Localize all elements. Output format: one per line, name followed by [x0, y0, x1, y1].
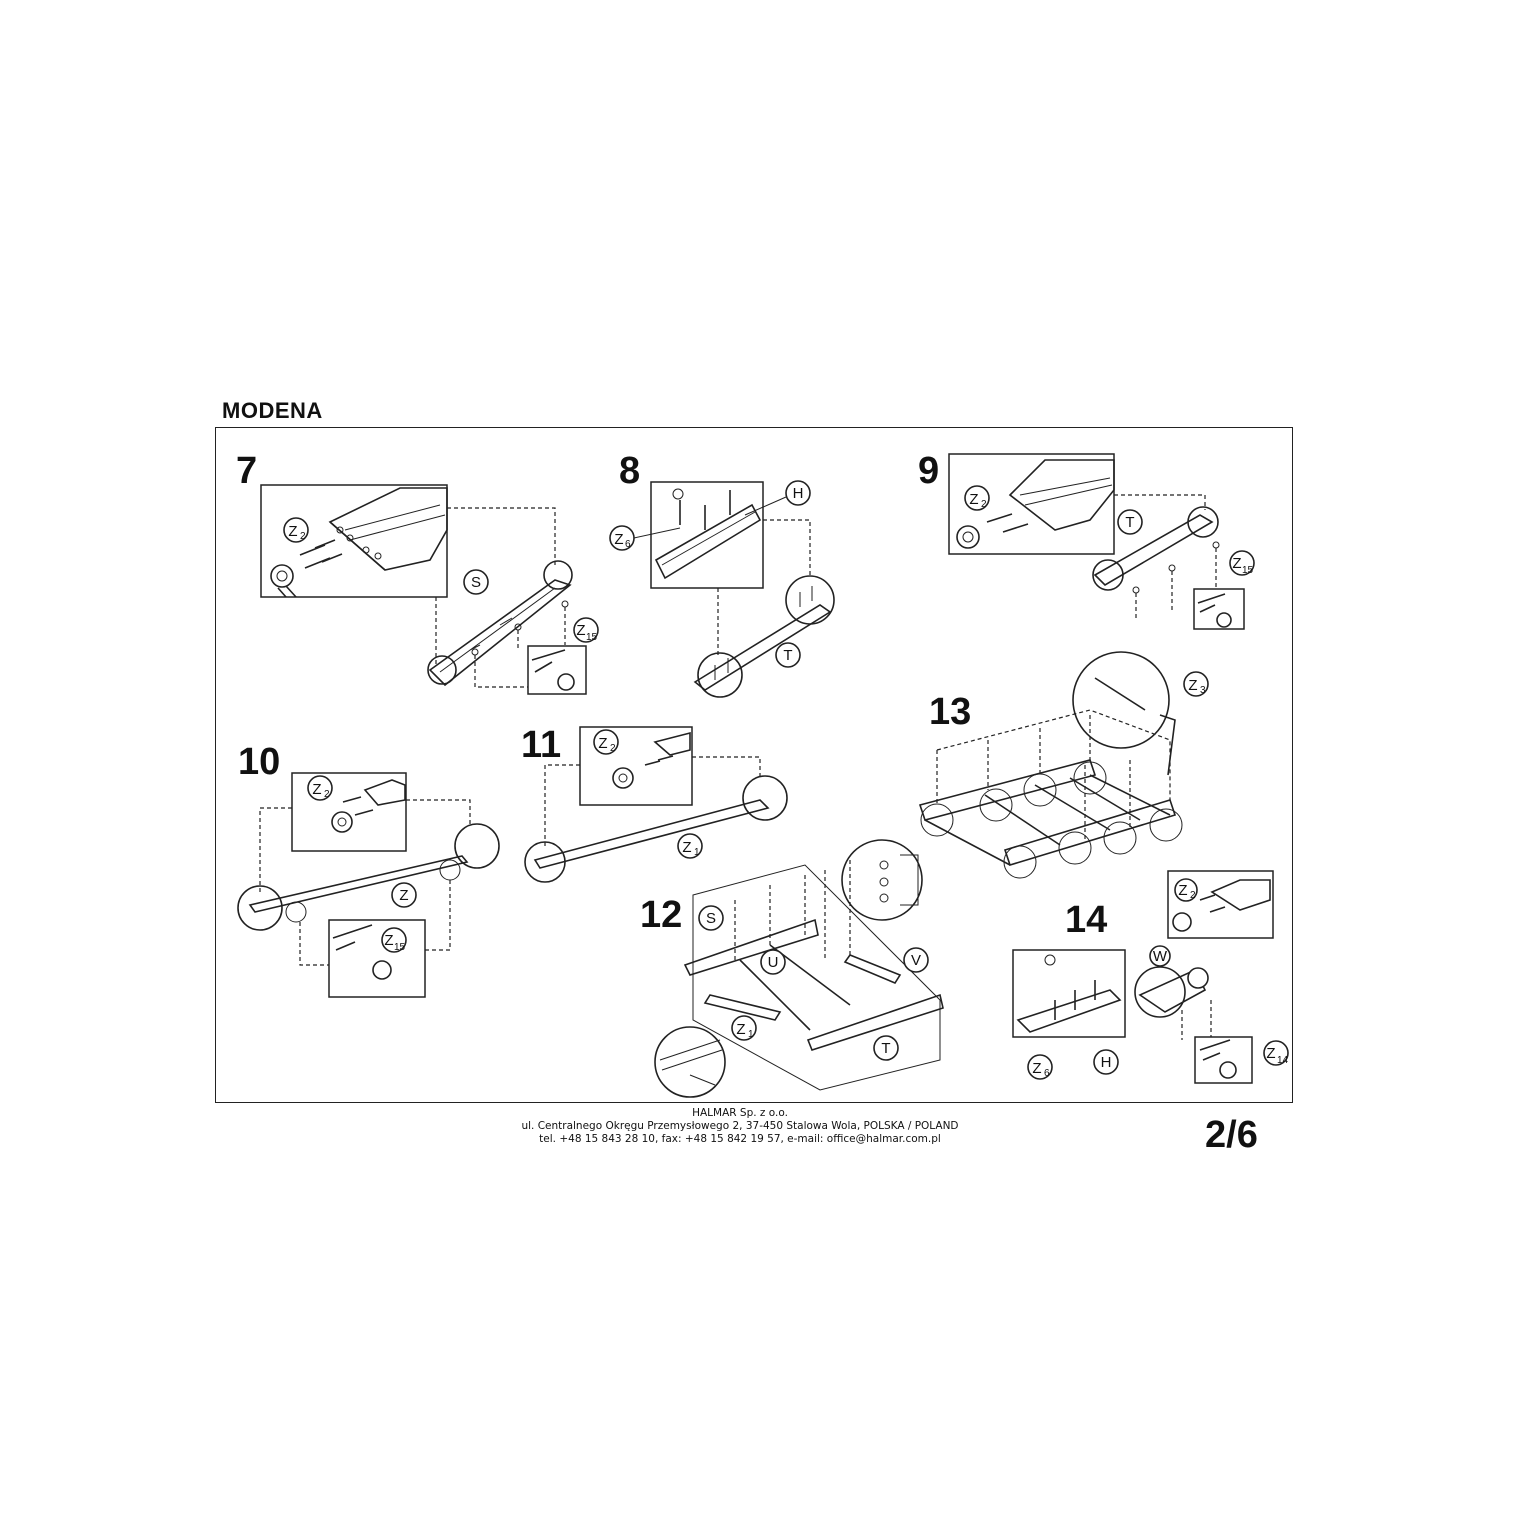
z2-subscript: 2 [300, 531, 306, 542]
step-14-illustration: Z 2 W Z 14 Z 6 H [1012, 870, 1289, 1084]
z1-label-11: Z [682, 839, 691, 856]
step-number-12: 12 [640, 894, 683, 936]
z15-label: Z [576, 622, 585, 639]
step-12-illustration: S U V Z 1 T [654, 839, 944, 1098]
z15-label-9: Z [1232, 555, 1241, 572]
z-label-circle [391, 882, 417, 908]
t-label-circle-8 [775, 642, 801, 668]
z15-subscript: 15 [586, 632, 598, 643]
step-number-7: 7 [236, 450, 258, 492]
z15-subscript-10: 15 [394, 942, 406, 953]
step-number-14: 14 [1065, 899, 1108, 941]
s-label-circle [463, 569, 489, 595]
step-9-illustration: Z 2 T Z 15 [948, 453, 1255, 630]
z3-label-circle [1183, 671, 1209, 697]
z2-label-9: Z [969, 491, 978, 508]
step-11-illustration: Z 2 Z 1 [524, 726, 788, 883]
z2-label: Z [288, 523, 297, 540]
z15-label-circle [573, 617, 599, 643]
step-8-illustration: Z 6 H T [609, 480, 835, 698]
step-number-13: 13 [929, 691, 972, 733]
step-7-illustration: Z 2 S Z 15 [260, 484, 599, 695]
z2-label-11: Z [598, 735, 607, 752]
step-10-illustration: Z 2 Z Z 15 [237, 772, 500, 998]
footer-contact: HALMAR Sp. z o.o. ul. Centralnego Okręgu… [440, 1107, 1040, 1146]
h-label-circle-8 [785, 480, 811, 506]
z-label: Z [399, 887, 408, 904]
z6-subscript-14: 6 [1044, 1068, 1050, 1079]
t-label-circle-12 [873, 1035, 899, 1061]
z2-subscript-10: 2 [324, 789, 330, 800]
h-label-circle-14 [1093, 1049, 1119, 1075]
page-number: 2/6 [1205, 1114, 1258, 1156]
z1-label-12: Z [736, 1021, 745, 1038]
z1-label-circle-11 [677, 833, 703, 859]
t-label-12: T [881, 1040, 890, 1057]
z3-subscript: 3 [1200, 685, 1206, 696]
z6-subscript: 6 [625, 539, 631, 550]
step-number-11: 11 [521, 724, 562, 766]
footer-company: HALMAR Sp. z o.o. [692, 1107, 788, 1119]
z6-label-circle-14 [1027, 1054, 1053, 1080]
z2-subscript-14: 2 [1190, 890, 1196, 901]
step-number-8: 8 [619, 450, 641, 492]
z2-subscript-9: 2 [981, 499, 987, 510]
w-label: W [1153, 948, 1168, 965]
z2-label-circle-10 [307, 775, 333, 801]
z14-subscript: 14 [1277, 1055, 1289, 1066]
z1-subscript-12: 1 [748, 1029, 754, 1040]
t-label-circle-9 [1117, 509, 1143, 535]
step-13-illustration: Z 3 [918, 651, 1209, 879]
t-label-8: T [783, 647, 792, 664]
z14-label-circle [1263, 1040, 1289, 1066]
z2-label-circle-9 [964, 485, 990, 511]
s-label-circle-12 [698, 905, 724, 931]
z2-subscript-11: 2 [610, 743, 616, 754]
document-title: MODENA [222, 398, 323, 423]
z6-label-14: Z [1032, 1060, 1041, 1077]
z2-label-circle [283, 517, 309, 543]
v-label-circle [903, 947, 929, 973]
z1-label-circle-12 [731, 1015, 757, 1041]
z15-label-circle-9 [1229, 550, 1255, 576]
z2-label-circle-11 [593, 729, 619, 755]
z15-label-circle-10 [381, 927, 407, 953]
u-label-circle [760, 949, 786, 975]
z6-label: Z [614, 531, 623, 548]
u-label: U [768, 954, 779, 971]
z1-subscript-11: 1 [694, 847, 700, 858]
h-label-14: H [1101, 1054, 1112, 1071]
z2-label-circle-14 [1174, 878, 1198, 902]
z14-label: Z [1266, 1045, 1275, 1062]
step-number-10: 10 [238, 741, 281, 783]
z15-subscript-9: 15 [1242, 565, 1254, 576]
z2-label-14: Z [1178, 882, 1187, 899]
instruction-frame [215, 427, 1293, 1103]
v-label: V [911, 952, 921, 969]
t-label-9: T [1125, 514, 1134, 531]
z3-label: Z [1188, 677, 1197, 694]
footer-contact-line: tel. +48 15 843 28 10, fax: +48 15 842 1… [539, 1133, 941, 1145]
z2-label-10: Z [312, 781, 321, 798]
h-label-8: H [793, 485, 804, 502]
w-label-circle [1149, 945, 1171, 967]
s-label: S [471, 574, 481, 591]
z15-label-10: Z [384, 932, 393, 949]
step-number-9: 9 [918, 450, 940, 492]
s-label-12: S [706, 910, 716, 927]
footer-address: ul. Centralnego Okręgu Przemysłowego 2, … [521, 1120, 959, 1132]
